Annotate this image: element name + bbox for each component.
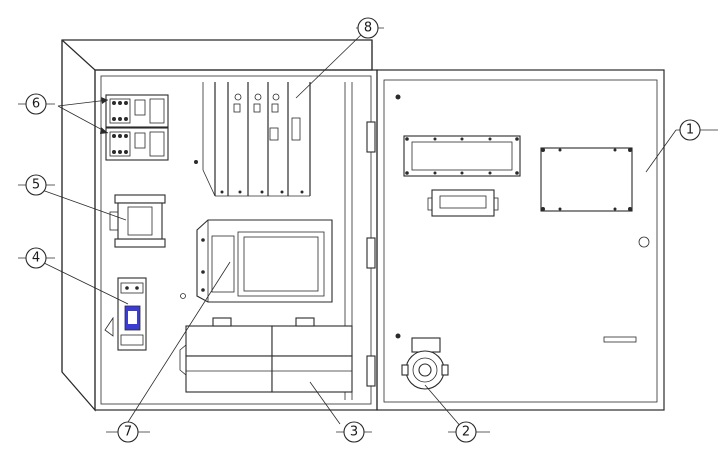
callout-6-label: 6 (32, 97, 40, 112)
controller-rack (194, 82, 311, 197)
mounting-hole (180, 293, 186, 299)
callout-8: 8 (357, 17, 379, 39)
power-supply (196, 219, 333, 303)
callout-3: 3 (343, 421, 365, 443)
battery-pack (179, 317, 353, 393)
callout-4: 4 (25, 247, 47, 269)
callout-7-label: 7 (124, 425, 132, 440)
callout-2-label: 2 (462, 425, 470, 440)
callout-3-label: 3 (350, 425, 358, 440)
callout-1-label: 1 (686, 123, 694, 138)
callout-4-label: 4 (32, 251, 40, 266)
callout-1: 1 (679, 119, 701, 141)
circuit-breaker (104, 277, 147, 351)
callout-5-label: 5 (32, 178, 40, 193)
callout-8-label: 8 (364, 21, 372, 36)
callout-2: 2 (455, 421, 477, 443)
door-lock (401, 337, 449, 390)
callout-7: 7 (117, 421, 139, 443)
cabinet-door (376, 69, 665, 411)
relay-modules (105, 94, 169, 161)
transformer (109, 194, 166, 248)
callout-6: 6 (25, 93, 47, 115)
callout-5: 5 (25, 174, 47, 196)
door-hinges (366, 121, 376, 387)
